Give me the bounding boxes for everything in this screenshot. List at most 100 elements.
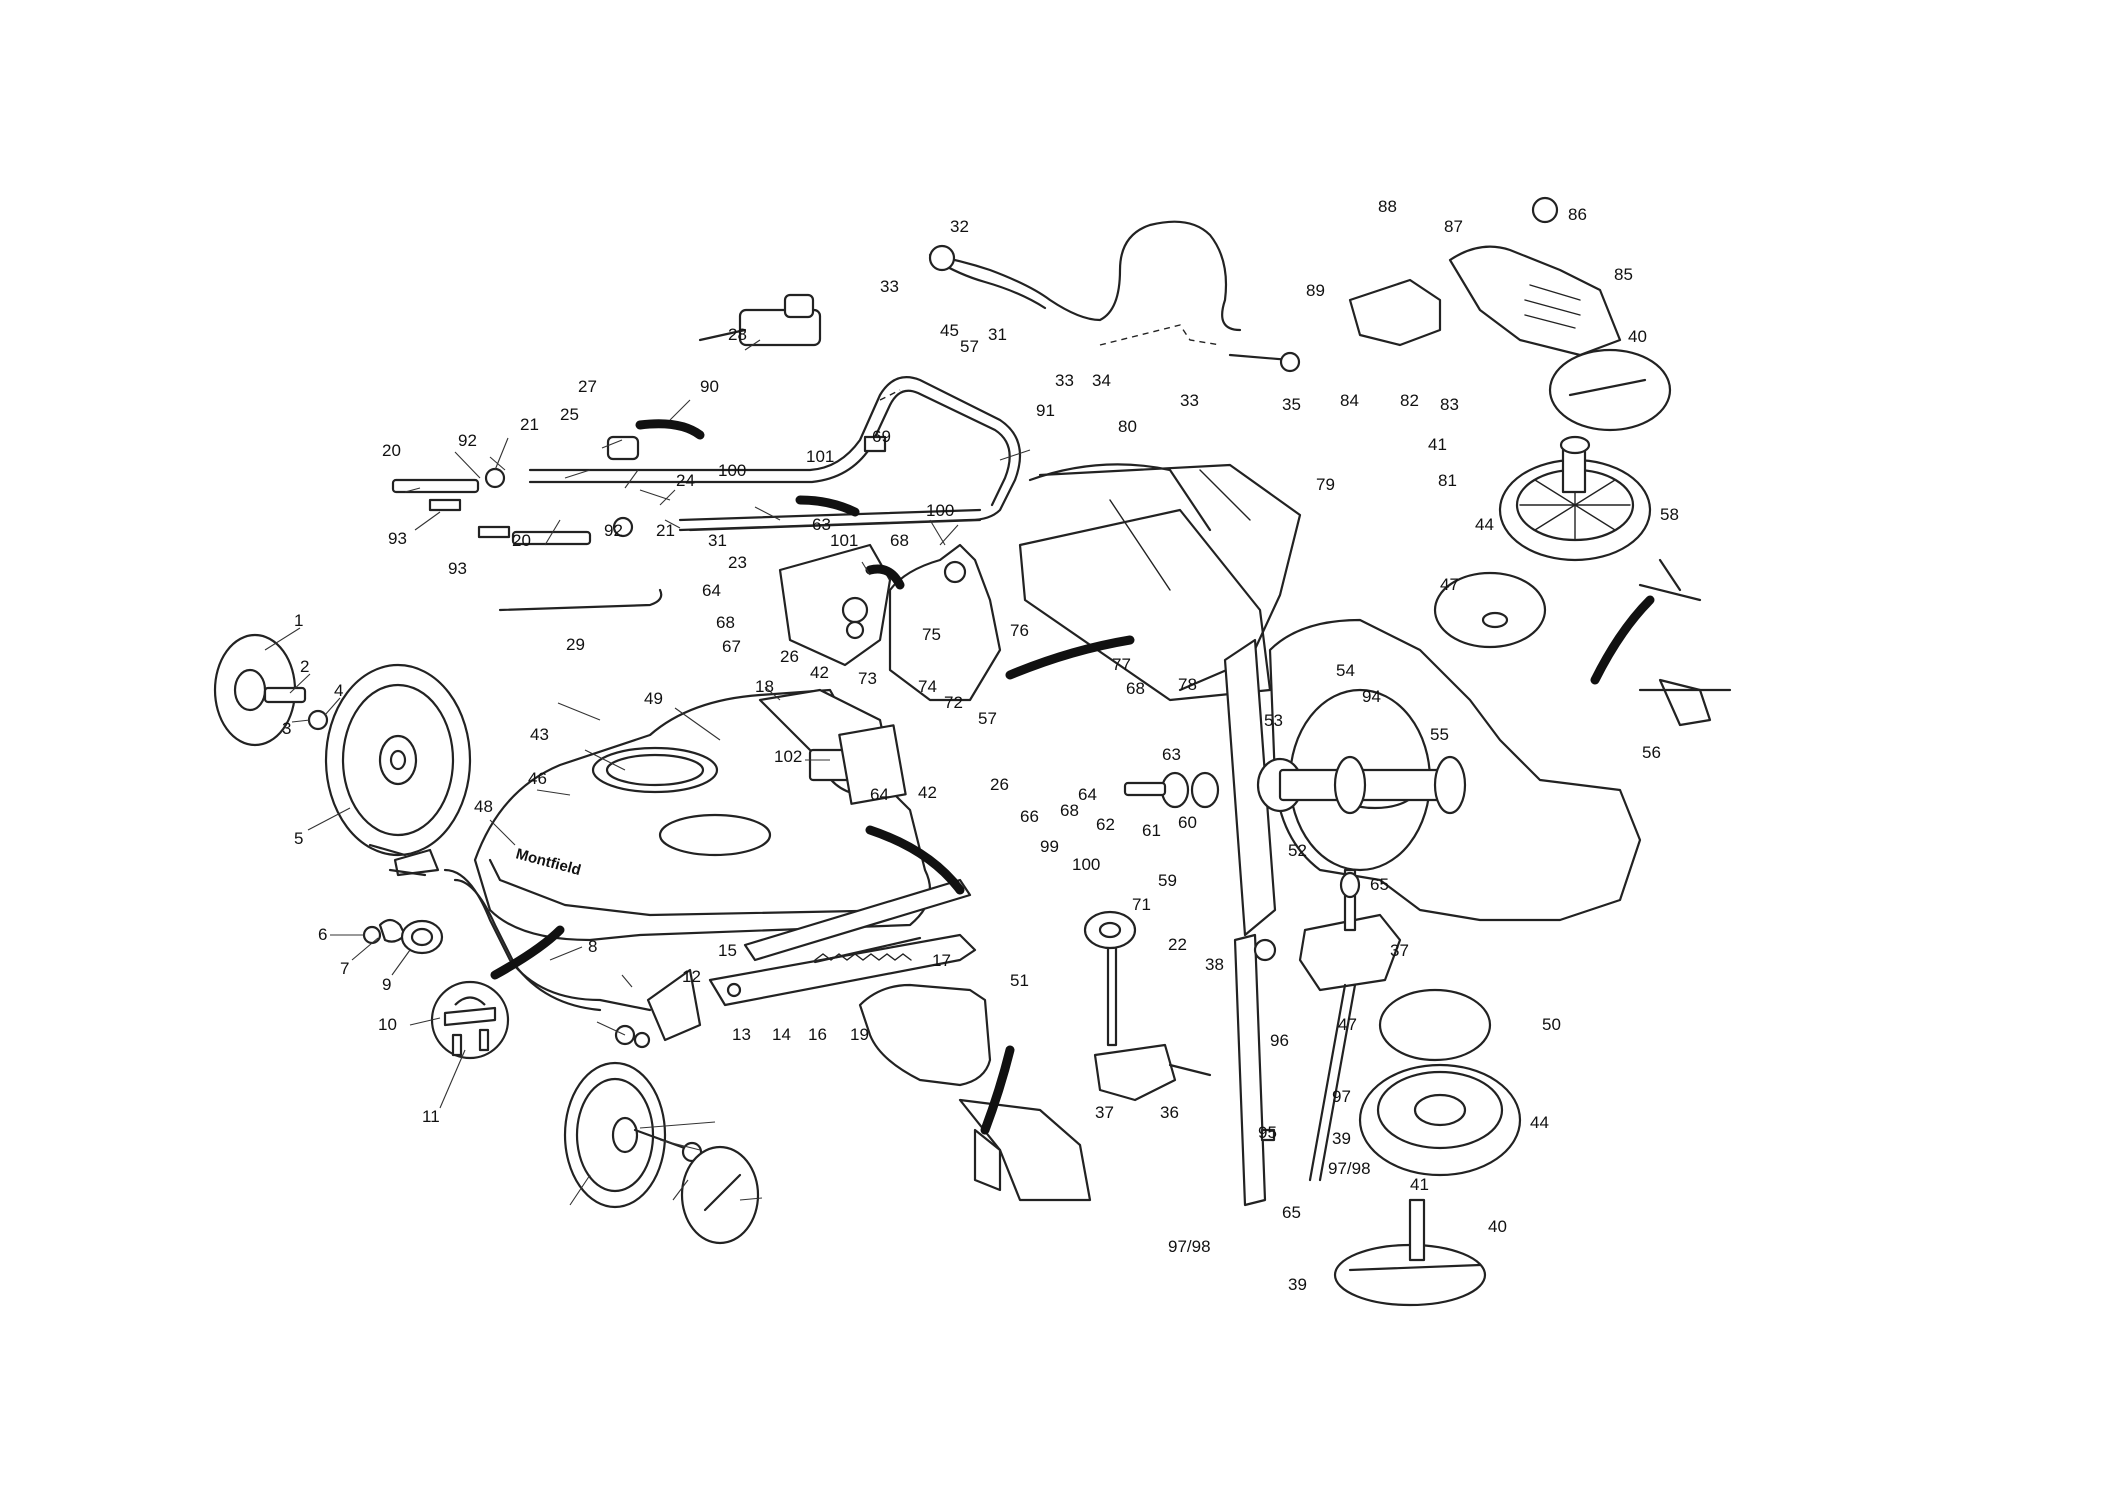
callout-13: 13 [732,1025,751,1044]
callout-34: 34 [1092,371,1111,390]
front-axle-detail [430,980,510,1060]
callout-68d: 68 [1060,801,1079,820]
callout-33c: 33 [1180,391,1199,410]
callout-76: 76 [1010,621,1029,640]
rear-disc-lower [1378,988,1492,1062]
hub-cap-front-right [680,1145,760,1245]
callout-6: 6 [318,925,327,944]
rear-flap [758,688,907,805]
callout-89: 89 [1306,281,1325,300]
callout-38: 38 [1205,955,1224,974]
callout-33a: 33 [880,277,899,296]
callout-41b: 41 [1410,1175,1429,1194]
callout-102: 102 [774,747,802,766]
leader-lines [264,339,1031,1206]
callout-21a: 21 [520,415,539,434]
callout-60: 60 [1178,813,1197,832]
callout-26a: 26 [780,647,799,666]
callout-9798b: 97/98 [1168,1237,1211,1256]
callout-66: 66 [1020,807,1039,826]
callout-96: 96 [1270,1031,1289,1050]
callout-68b: 68 [716,613,735,632]
callout-100c: 100 [1072,855,1100,874]
callout-81: 81 [1438,471,1457,490]
callout-87: 87 [1444,217,1463,236]
blade-boss [1123,771,1220,809]
callout-40b: 40 [1488,1217,1507,1236]
callout-40a: 40 [1628,327,1647,346]
callout-9798a: 97/98 [1328,1159,1371,1178]
callout-69: 69 [872,427,891,446]
callout-35: 35 [1282,395,1301,414]
belt-guard [858,983,992,1087]
cable-clip [863,435,887,453]
tension-spring [813,936,922,964]
callout-80: 80 [1118,417,1137,436]
callout-15: 15 [718,941,737,960]
lower-handle-bar [678,508,982,532]
callout-24: 24 [676,471,695,490]
front-wheel-right [563,1061,703,1209]
callout-25: 25 [560,405,579,424]
callout-53: 53 [1264,711,1283,730]
callout-20a: 20 [382,441,401,460]
rear-wheel-bottom [1358,1063,1522,1177]
callout-101a: 101 [806,447,834,466]
upper-handle [528,376,1022,532]
callout-12: 12 [682,967,701,986]
grass-bag [1018,463,1302,702]
callout-1: 1 [294,611,303,630]
callout-65a: 65 [1370,875,1389,894]
callout-86: 86 [1568,205,1587,224]
callout-99: 99 [1040,837,1059,856]
callout-44b: 44 [1530,1113,1549,1132]
height-rod-rear [1233,933,1277,1207]
callout-64c: 64 [1078,785,1097,804]
callout-2: 2 [300,657,309,676]
cable-control-lever [698,293,822,347]
callout-100a: 100 [718,461,746,480]
callout-78: 78 [1178,675,1197,694]
callout-64b: 64 [870,785,889,804]
height-adjust-plate [888,543,1002,702]
callout-94: 94 [1362,687,1381,706]
callout-41a: 41 [1428,435,1447,454]
callout-39a: 39 [1332,1129,1351,1148]
callout-84: 84 [1340,391,1359,410]
control-rod [498,588,663,612]
callout-88: 88 [1378,197,1397,216]
callout-37b: 37 [1390,941,1409,960]
callout-83: 83 [1440,395,1459,414]
callout-3: 3 [282,719,291,738]
callout-32: 32 [950,217,969,236]
callout-27: 27 [578,377,597,396]
callout-95: 95 [1258,1123,1277,1142]
front-height-parts [362,918,444,955]
callout-labels: 1 2 3 4 5 6 7 8 9 10 11 12 13 14 15 16 1… [282,197,1679,1294]
callout-101b: 101 [830,531,858,550]
callout-33b: 33 [1055,371,1074,390]
callout-47a: 47 [1440,575,1459,594]
callout-42a: 42 [810,663,829,682]
callout-56: 56 [1642,743,1661,762]
callout-79: 79 [1316,475,1335,494]
arrow-gearbox [980,1045,1015,1135]
gearbox-lower [1083,910,1212,1102]
callout-19: 19 [850,1025,869,1044]
callout-47b: 47 [1338,1015,1357,1034]
grass-deflector [1348,196,1622,357]
callout-14: 14 [772,1025,791,1044]
arrow-axle [490,925,565,980]
callout-44a: 44 [1475,515,1494,534]
callout-92a: 92 [458,431,477,450]
arrow-to-engine [1005,635,1135,680]
callout-64a: 64 [702,581,721,600]
height-lever [708,878,977,1007]
engine-bracket-lower [958,1098,1092,1202]
callout-58: 58 [1660,505,1679,524]
callout-57b: 57 [960,337,979,356]
callout-42b: 42 [918,783,937,802]
callout-57a: 57 [978,709,997,728]
callout-65b: 65 [1282,1203,1301,1222]
callout-67: 67 [722,637,741,656]
